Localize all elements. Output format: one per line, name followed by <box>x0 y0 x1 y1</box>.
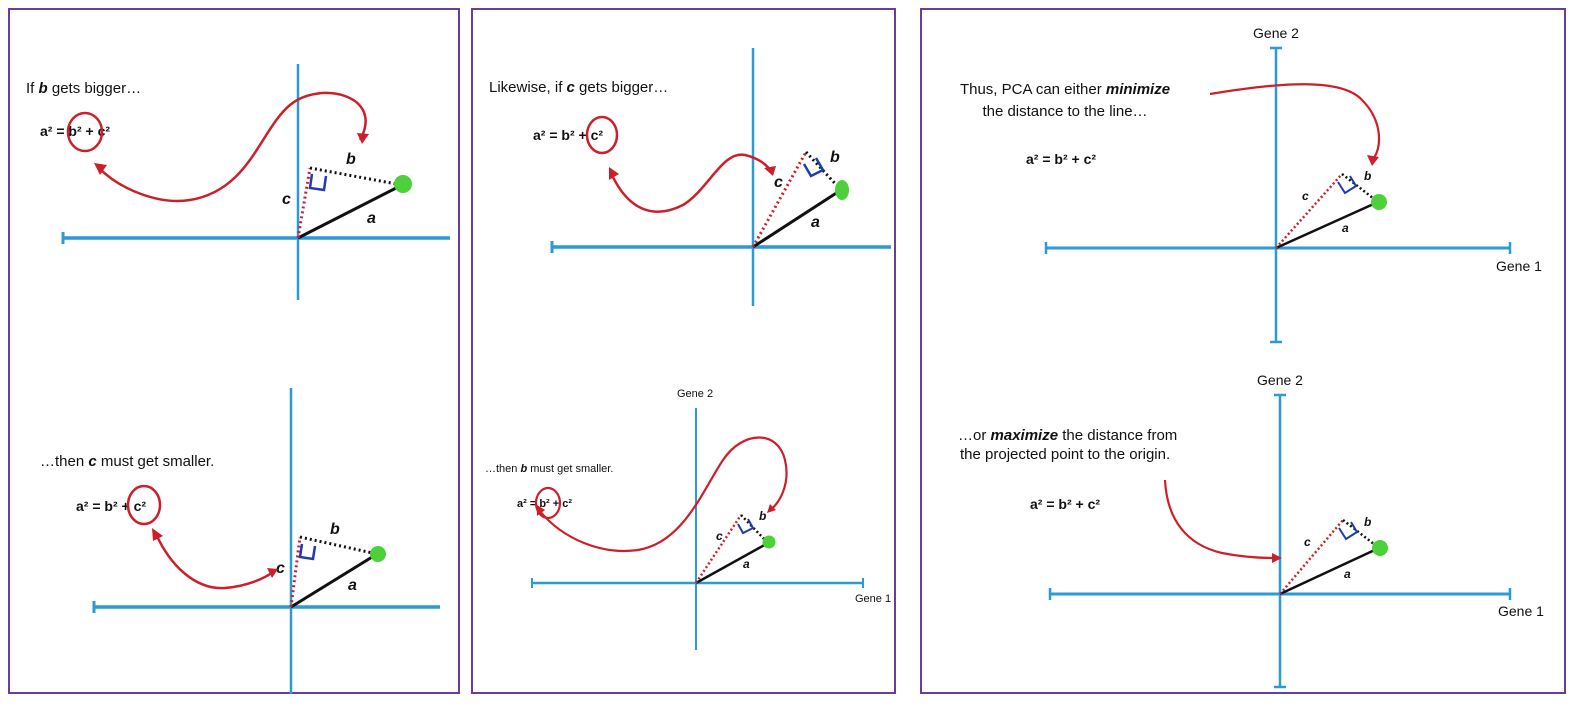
panel-1-bottom-data-point <box>370 546 386 562</box>
panel-3-bottom-label-a: a <box>1344 567 1351 581</box>
panel-3-top-label-b: b <box>1364 169 1371 183</box>
panel-1-bottom-arrowhead-right <box>267 568 278 578</box>
panel-3-bottom-caption-line-2: the projected point to the origin. <box>960 446 1170 463</box>
panel-1-bottom-label-c: c <box>276 560 285 577</box>
panel-1-top-arrow <box>97 91 367 203</box>
panel-3-top-label-c: c <box>1302 189 1309 203</box>
panel-2-bottom-data-point <box>762 535 776 549</box>
panel-2-bottom-arrowhead-left <box>537 505 545 516</box>
panel-1-top-arrowhead-right <box>357 133 369 144</box>
panel-2-top-highlight-circle <box>585 115 619 155</box>
panel-1: If b gets bigger… a² = b² + c² c b a …th… <box>8 8 460 694</box>
panel-3-bottom-label-b: b <box>1364 515 1371 529</box>
panel-2-top-equation: a² = b² + c² <box>533 127 603 143</box>
panel-2-top-label-b: b <box>830 149 840 166</box>
panel-1-bottom-label-b: b <box>330 521 340 538</box>
panel-3-top-caption-line-2: the distance to the line… <box>982 103 1147 120</box>
panel-1-top-equation: a² = b² + c² <box>40 123 110 139</box>
panel-3-bottom-data-point <box>1372 540 1388 556</box>
panel-3-top-equation: a² = b² + c² <box>1026 151 1096 167</box>
panel-1-top-data-point <box>394 175 412 193</box>
panel-3-top-arrow <box>1209 83 1380 159</box>
panel-1-bottom-side-a <box>290 552 378 609</box>
panel-1-top-caption: If b gets bigger… <box>26 80 141 97</box>
panel-3-bottom: Gene 2 …or maximize the distance from th… <box>958 372 1544 689</box>
panel-1-bottom: …then c must get smaller. a² = b² + c² c… <box>40 388 440 694</box>
panel-3-top-caption-line-1: Thus, PCA can either minimize <box>960 81 1170 98</box>
panel-3-top-right-angle <box>1337 175 1358 195</box>
panel-1-bottom-highlight-circle <box>126 484 162 526</box>
panel-3-bottom-arrow <box>1163 479 1275 560</box>
panel-2-bottom-label-a: a <box>743 557 750 571</box>
panel-3-diagram: Gene 2 Thus, PCA can either minimize the… <box>958 25 1544 689</box>
panel-2-bottom-arrow <box>538 436 788 552</box>
panel-1-bottom-right-angle <box>298 543 317 561</box>
panel-1-bottom-arrow <box>154 533 274 590</box>
panel-3-bottom-side-a <box>1279 546 1380 596</box>
panel-1-diagram: If b gets bigger… a² = b² + c² c b a …th… <box>26 64 450 694</box>
panel-2-diagram: Likewise, if c gets bigger… a² = b² + c²… <box>485 48 891 650</box>
panel-1-top-label-b: b <box>346 151 356 168</box>
panel-3-bottom-side-c <box>1279 519 1344 595</box>
panel-3: Gene 2 Thus, PCA can either minimize the… <box>920 8 1566 694</box>
panel-2-bottom-arrowhead-right <box>767 504 776 513</box>
panel-2-top-caption: Likewise, if c gets bigger… <box>489 79 668 96</box>
panel-3-top-side-b <box>1341 173 1379 203</box>
panel-3-top-arrowhead <box>1367 155 1379 166</box>
panel-1-top-side-c <box>296 167 312 239</box>
panel-3-bottom-caption-line-1: …or maximize the distance from <box>958 427 1177 444</box>
panel-2-bottom-highlight-circle <box>534 486 562 520</box>
panel-2-top-arrowhead-left <box>609 167 619 180</box>
panel-1-bottom-side-b <box>299 535 378 556</box>
panel-1-bottom-label-a: a <box>348 577 357 594</box>
panel-1-bottom-equation: a² = b² + c² <box>76 498 146 514</box>
panel-2-top-label-c: c <box>774 174 783 191</box>
panel-2-bottom-side-a <box>695 541 769 585</box>
panel-3-top-side-c <box>1275 173 1343 249</box>
panel-1-top-label-c: c <box>282 191 291 208</box>
panel-1-top-side-b <box>309 166 403 187</box>
panel-2-top-data-point <box>835 180 849 200</box>
panel-1-bottom-side-c <box>289 536 302 608</box>
panel-3-top-side-a <box>1275 200 1379 250</box>
panel-2-bottom-gene-1-label: Gene 1 <box>855 593 891 605</box>
panel-2-bottom-side-b <box>740 514 769 544</box>
panel-2-bottom-side-c <box>694 514 743 584</box>
panel-3-bottom-side-b <box>1342 519 1380 549</box>
panel-2-bottom-caption: …then b must get smaller. <box>485 463 613 475</box>
panel-2-top-right-angle <box>802 157 825 178</box>
panel-3-bottom-gene-1-label: Gene 1 <box>1498 603 1544 619</box>
panel-2-bottom-label-b: b <box>759 509 766 523</box>
panel-2-top-arrow <box>609 153 773 213</box>
panel-3-top-gene-1-label: Gene 1 <box>1496 258 1542 274</box>
panel-2-top-arrowhead-right <box>764 166 776 176</box>
panel-2-top: Likewise, if c gets bigger… a² = b² + c²… <box>489 48 891 306</box>
panel-3-bottom-right-angle <box>1338 521 1359 541</box>
panel-2-bottom: Gene 2 …then b must get smaller. a² = b²… <box>485 388 891 650</box>
panel-2-bottom-equation: a² = b² + c² <box>517 498 572 510</box>
panel-3-top: Gene 2 Thus, PCA can either minimize the… <box>960 25 1542 344</box>
panel-1-bottom-arrowhead-left <box>152 528 163 541</box>
panel-3-top-data-point <box>1371 194 1387 210</box>
panel-2-bottom-gene-2-label: Gene 2 <box>677 388 713 400</box>
panel-2-top-side-a <box>752 188 842 249</box>
panel-3-bottom-arrowhead <box>1272 553 1282 563</box>
panel-1-top-side-a <box>297 183 403 240</box>
panel-3-top-label-a: a <box>1342 221 1349 235</box>
panel-1-top-right-angle <box>308 173 328 192</box>
panel-1-top-label-a: a <box>367 210 376 227</box>
panel-3-top-gene-2-label: Gene 2 <box>1253 25 1299 41</box>
panel-2-top-side-c <box>751 151 808 248</box>
panel-2-top-label-a: a <box>811 214 820 231</box>
panel-1-bottom-caption: …then c must get smaller. <box>40 453 214 470</box>
panel-2-bottom-right-angle <box>737 518 755 535</box>
panel-3-bottom-gene-2-label: Gene 2 <box>1257 372 1303 388</box>
panel-1-top: If b gets bigger… a² = b² + c² c b a <box>26 64 450 300</box>
panel-3-bottom-label-c: c <box>1304 535 1311 549</box>
panel-3-bottom-equation: a² = b² + c² <box>1030 496 1100 512</box>
panel-2: Likewise, if c gets bigger… a² = b² + c²… <box>471 8 896 694</box>
panel-1-top-highlight-circle <box>66 111 104 153</box>
panel-2-bottom-label-c: c <box>716 529 723 543</box>
panel-1-top-arrowhead-left <box>94 163 107 175</box>
